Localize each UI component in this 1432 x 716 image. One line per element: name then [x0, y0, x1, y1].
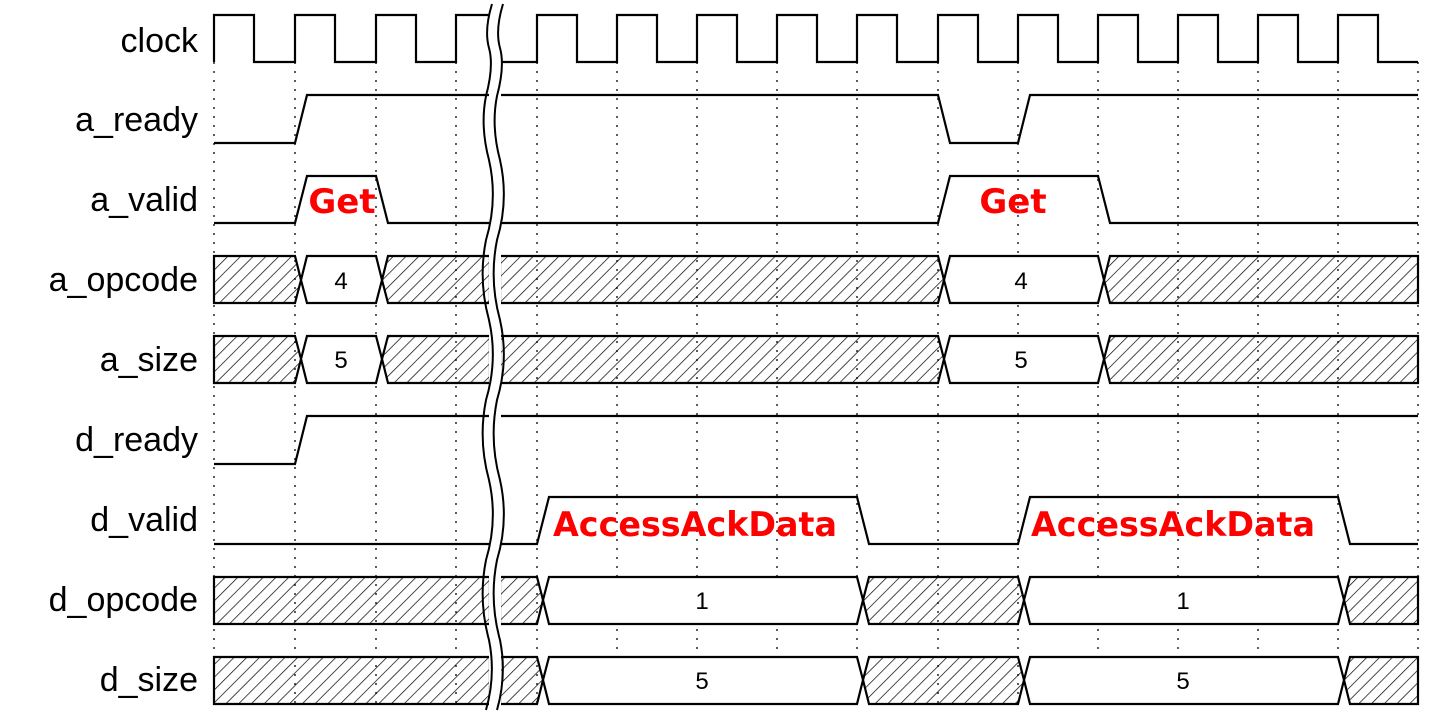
d-ready-waveform	[214, 414, 1418, 466]
signal-labels: clock a_ready a_valid a_opcode a_size d_…	[49, 22, 199, 699]
d-opcode-value: 1	[1176, 588, 1189, 615]
d-valid-annotation: AccessAckData	[553, 505, 837, 545]
d-size-bus	[212, 655, 1420, 706]
d-valid-waveform	[214, 495, 1418, 546]
d-valid-annotation: AccessAckData	[1031, 505, 1315, 545]
bus-invalid-region	[1102, 334, 1420, 385]
a-valid-waveform	[214, 174, 1418, 225]
signal-label-d-ready: d_ready	[75, 421, 198, 459]
d-opcode-bus	[212, 575, 1420, 626]
a-size-value: 5	[334, 347, 347, 374]
clock-waveform	[212, 13, 1418, 64]
a-opcode-value: 4	[1014, 268, 1027, 295]
bus-invalid-region	[212, 254, 303, 305]
a-size-bus	[212, 334, 1420, 385]
a-valid-annotation: Get	[979, 182, 1046, 222]
d-opcode-value: 1	[695, 588, 708, 615]
bus-invalid-region	[498, 575, 545, 626]
signal-label-clock: clock	[121, 22, 199, 60]
bus-invalid-region	[212, 655, 492, 706]
a-opcode-value: 4	[334, 268, 347, 295]
signal-label-a-size: a_size	[100, 341, 198, 379]
signal-label-d-size: d_size	[100, 661, 198, 699]
time-break-marker	[481, 3, 505, 712]
a-size-value: 5	[1014, 347, 1027, 374]
bus-invalid-region	[1342, 655, 1420, 706]
bus-invalid-region	[861, 575, 1026, 626]
d-size-value: 5	[1176, 668, 1189, 695]
bus-invalid-region	[498, 655, 545, 706]
signal-label-d-valid: d_valid	[90, 501, 198, 539]
bus-invalid-region	[861, 655, 1026, 706]
bus-invalid-region	[498, 334, 946, 385]
bus-invalid-region	[212, 575, 492, 626]
bus-invalid-region	[212, 334, 303, 385]
bus-invalid-region	[498, 254, 946, 305]
signal-label-d-opcode: d_opcode	[49, 581, 198, 619]
d-size-value: 5	[695, 668, 708, 695]
bus-invalid-region	[380, 334, 492, 385]
a-ready-waveform	[214, 93, 1418, 145]
signal-label-a-valid: a_valid	[90, 181, 198, 219]
signal-label-a-opcode: a_opcode	[49, 261, 198, 299]
signal-label-a-ready: a_ready	[75, 101, 198, 139]
bus-invalid-region	[380, 254, 492, 305]
a-valid-annotation: Get	[308, 182, 375, 222]
bus-invalid-region	[1102, 254, 1420, 305]
bus-invalid-region	[1342, 575, 1420, 626]
a-opcode-bus	[212, 254, 1420, 305]
